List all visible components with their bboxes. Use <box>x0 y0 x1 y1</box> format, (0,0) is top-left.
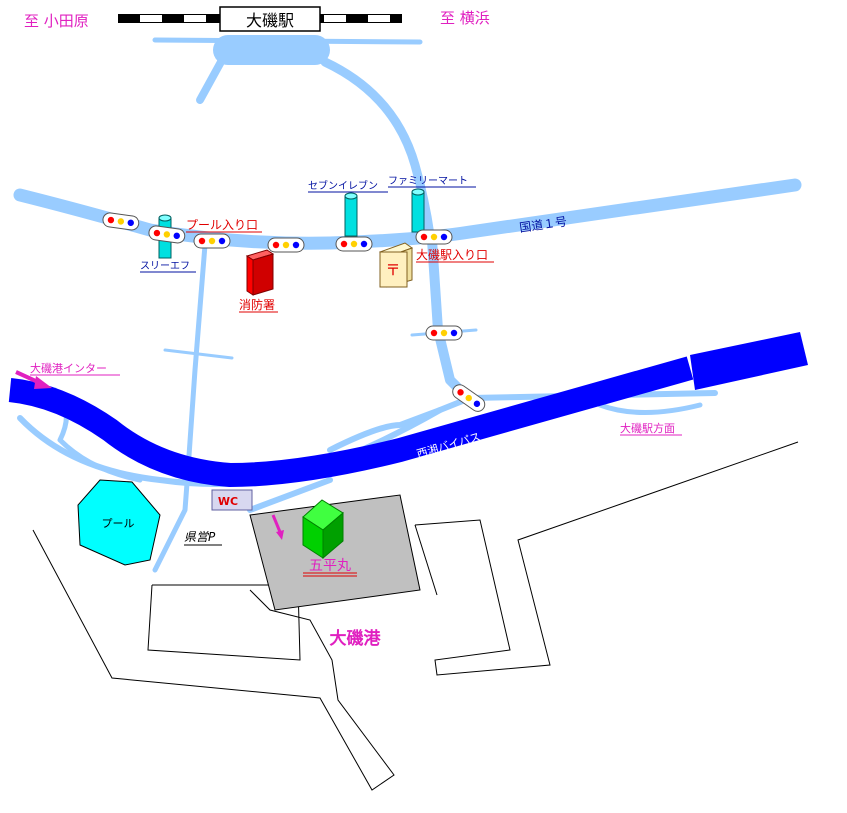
to-station-label: 大磯駅方面 <box>620 421 675 435</box>
pool-label: プール <box>102 517 135 530</box>
three-f-label: スリーエフ <box>140 261 190 272</box>
station-plaza <box>213 35 330 65</box>
traffic-light-icon <box>415 229 453 245</box>
route1-road <box>13 178 802 250</box>
restroom-label: WC <box>218 495 238 508</box>
bypass-road <box>8 332 808 487</box>
arrow-icon <box>271 514 284 540</box>
traffic-light-icon <box>267 237 305 253</box>
goheimaru-building <box>302 499 344 560</box>
route1-label: 国道１号 <box>518 214 567 235</box>
bypass-east-end <box>690 332 808 390</box>
harbor-pier-inner <box>147 584 301 661</box>
fire-station-icon <box>245 249 275 296</box>
road-harbor-entry <box>247 477 333 513</box>
fire-station-label: 消防署 <box>239 297 275 312</box>
harbor-quay <box>414 524 438 596</box>
road-station-to-route1 <box>320 57 435 240</box>
road-to-station-direction <box>597 402 703 415</box>
pool-shape <box>77 479 161 566</box>
pool-entrance-label: プール入り口 <box>186 218 258 232</box>
traffic-light-icon <box>425 325 463 341</box>
road-left-from-station <box>196 56 226 104</box>
restroom-box <box>211 489 253 511</box>
station-name: 大磯駅 <box>246 11 294 30</box>
traffic-lights <box>102 212 486 412</box>
parking-label: 県営P <box>184 530 216 544</box>
family-mart-label: ファミリーマート <box>388 176 468 187</box>
post-office-symbol: 〒 <box>385 261 400 279</box>
traffic-light-icon <box>102 212 140 231</box>
road-station-entrance-south <box>427 235 475 405</box>
interchange-label: 大磯港インター <box>30 361 107 375</box>
family-mart-store-icon <box>411 188 425 233</box>
station-entrance-label: 大磯駅入り口 <box>416 248 488 262</box>
traffic-light-icon <box>452 384 486 412</box>
traffic-light-icon <box>335 236 373 252</box>
seven-eleven-store-icon <box>344 192 358 237</box>
direction-yokohama: 至 横浜 <box>440 9 490 27</box>
road-to-harbor <box>152 242 208 573</box>
harbor-pier-east <box>414 441 799 676</box>
interchange-arrow-icon <box>15 370 52 389</box>
goheimaru-label: 五平丸 <box>309 558 351 574</box>
direction-odawara: 至 小田原 <box>24 12 89 30</box>
traffic-light-icon <box>148 225 186 244</box>
post-office-icon <box>378 242 414 288</box>
harbor-label: 大磯港 <box>330 628 382 649</box>
bypass-main <box>8 356 694 487</box>
harbor-outline <box>32 441 799 791</box>
harbor-breakwater-west <box>32 529 395 791</box>
traffic-light-icon <box>193 233 231 249</box>
harbor-building <box>249 494 421 611</box>
frontage-road-branch <box>327 407 443 453</box>
station-box <box>219 6 321 32</box>
seven-eleven-label: セブンイレブン <box>308 179 378 192</box>
